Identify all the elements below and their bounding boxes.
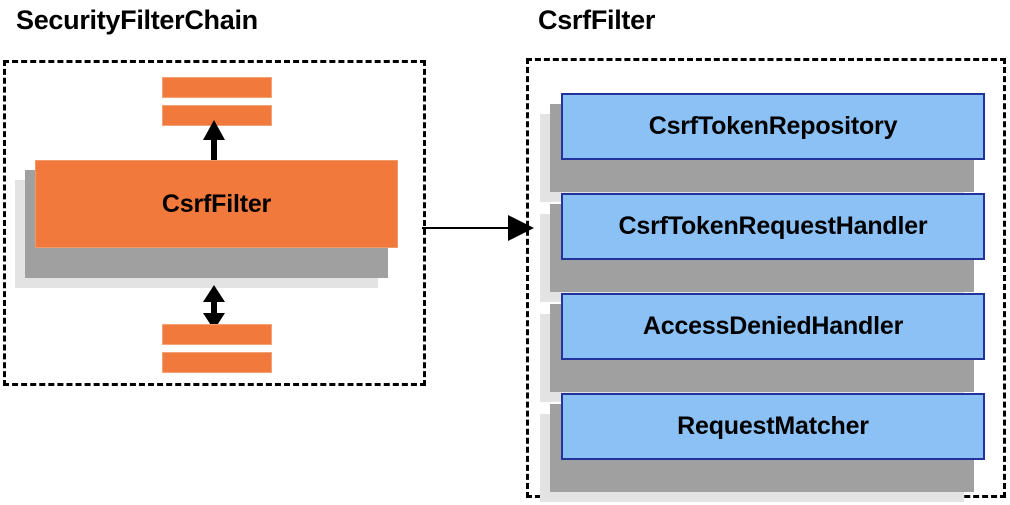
collaborator-box-csrf-token-request-handler[interactable]: CsrfTokenRequestHandler [540,193,990,304]
security-filter-chain-container [3,60,426,386]
csrf-filter-box[interactable]: CsrfFilter [15,160,400,290]
csrf-filter-box-face[interactable]: CsrfFilter [35,160,398,248]
bidirectional-arrow-bottom-icon [203,285,225,330]
collaborator-label: RequestMatcher [677,412,869,440]
expands-into-arrow-icon [422,215,534,241]
collaborator-label: AccessDeniedHandler [642,312,904,340]
panel-title-csrf-filter: CsrfFilter [538,5,656,35]
collaborator-face[interactable]: CsrfTokenRepository [561,93,985,160]
collaborator-label: CsrfTokenRepository [648,112,898,140]
collaborator-box-csrf-token-repository[interactable]: CsrfTokenRepository [540,93,990,204]
collaborator-face[interactable]: RequestMatcher [561,393,985,460]
collaborator-label: CsrfTokenRequestHandler [618,212,928,240]
collaborator-box-access-denied-handler[interactable]: AccessDeniedHandler [540,293,990,404]
panel-title-security-filter-chain: SecurityFilterChain [16,5,258,35]
filter-bar-bottom-2 [162,352,272,373]
filter-bar-top-1 [162,77,272,98]
collaborator-box-request-matcher[interactable]: RequestMatcher [540,393,990,504]
collaborator-face[interactable]: AccessDeniedHandler [561,293,985,360]
csrf-filter-box-label: CsrfFilter [161,189,272,218]
filter-bar-bottom-1 [162,324,272,345]
collaborator-face[interactable]: CsrfTokenRequestHandler [561,193,985,260]
